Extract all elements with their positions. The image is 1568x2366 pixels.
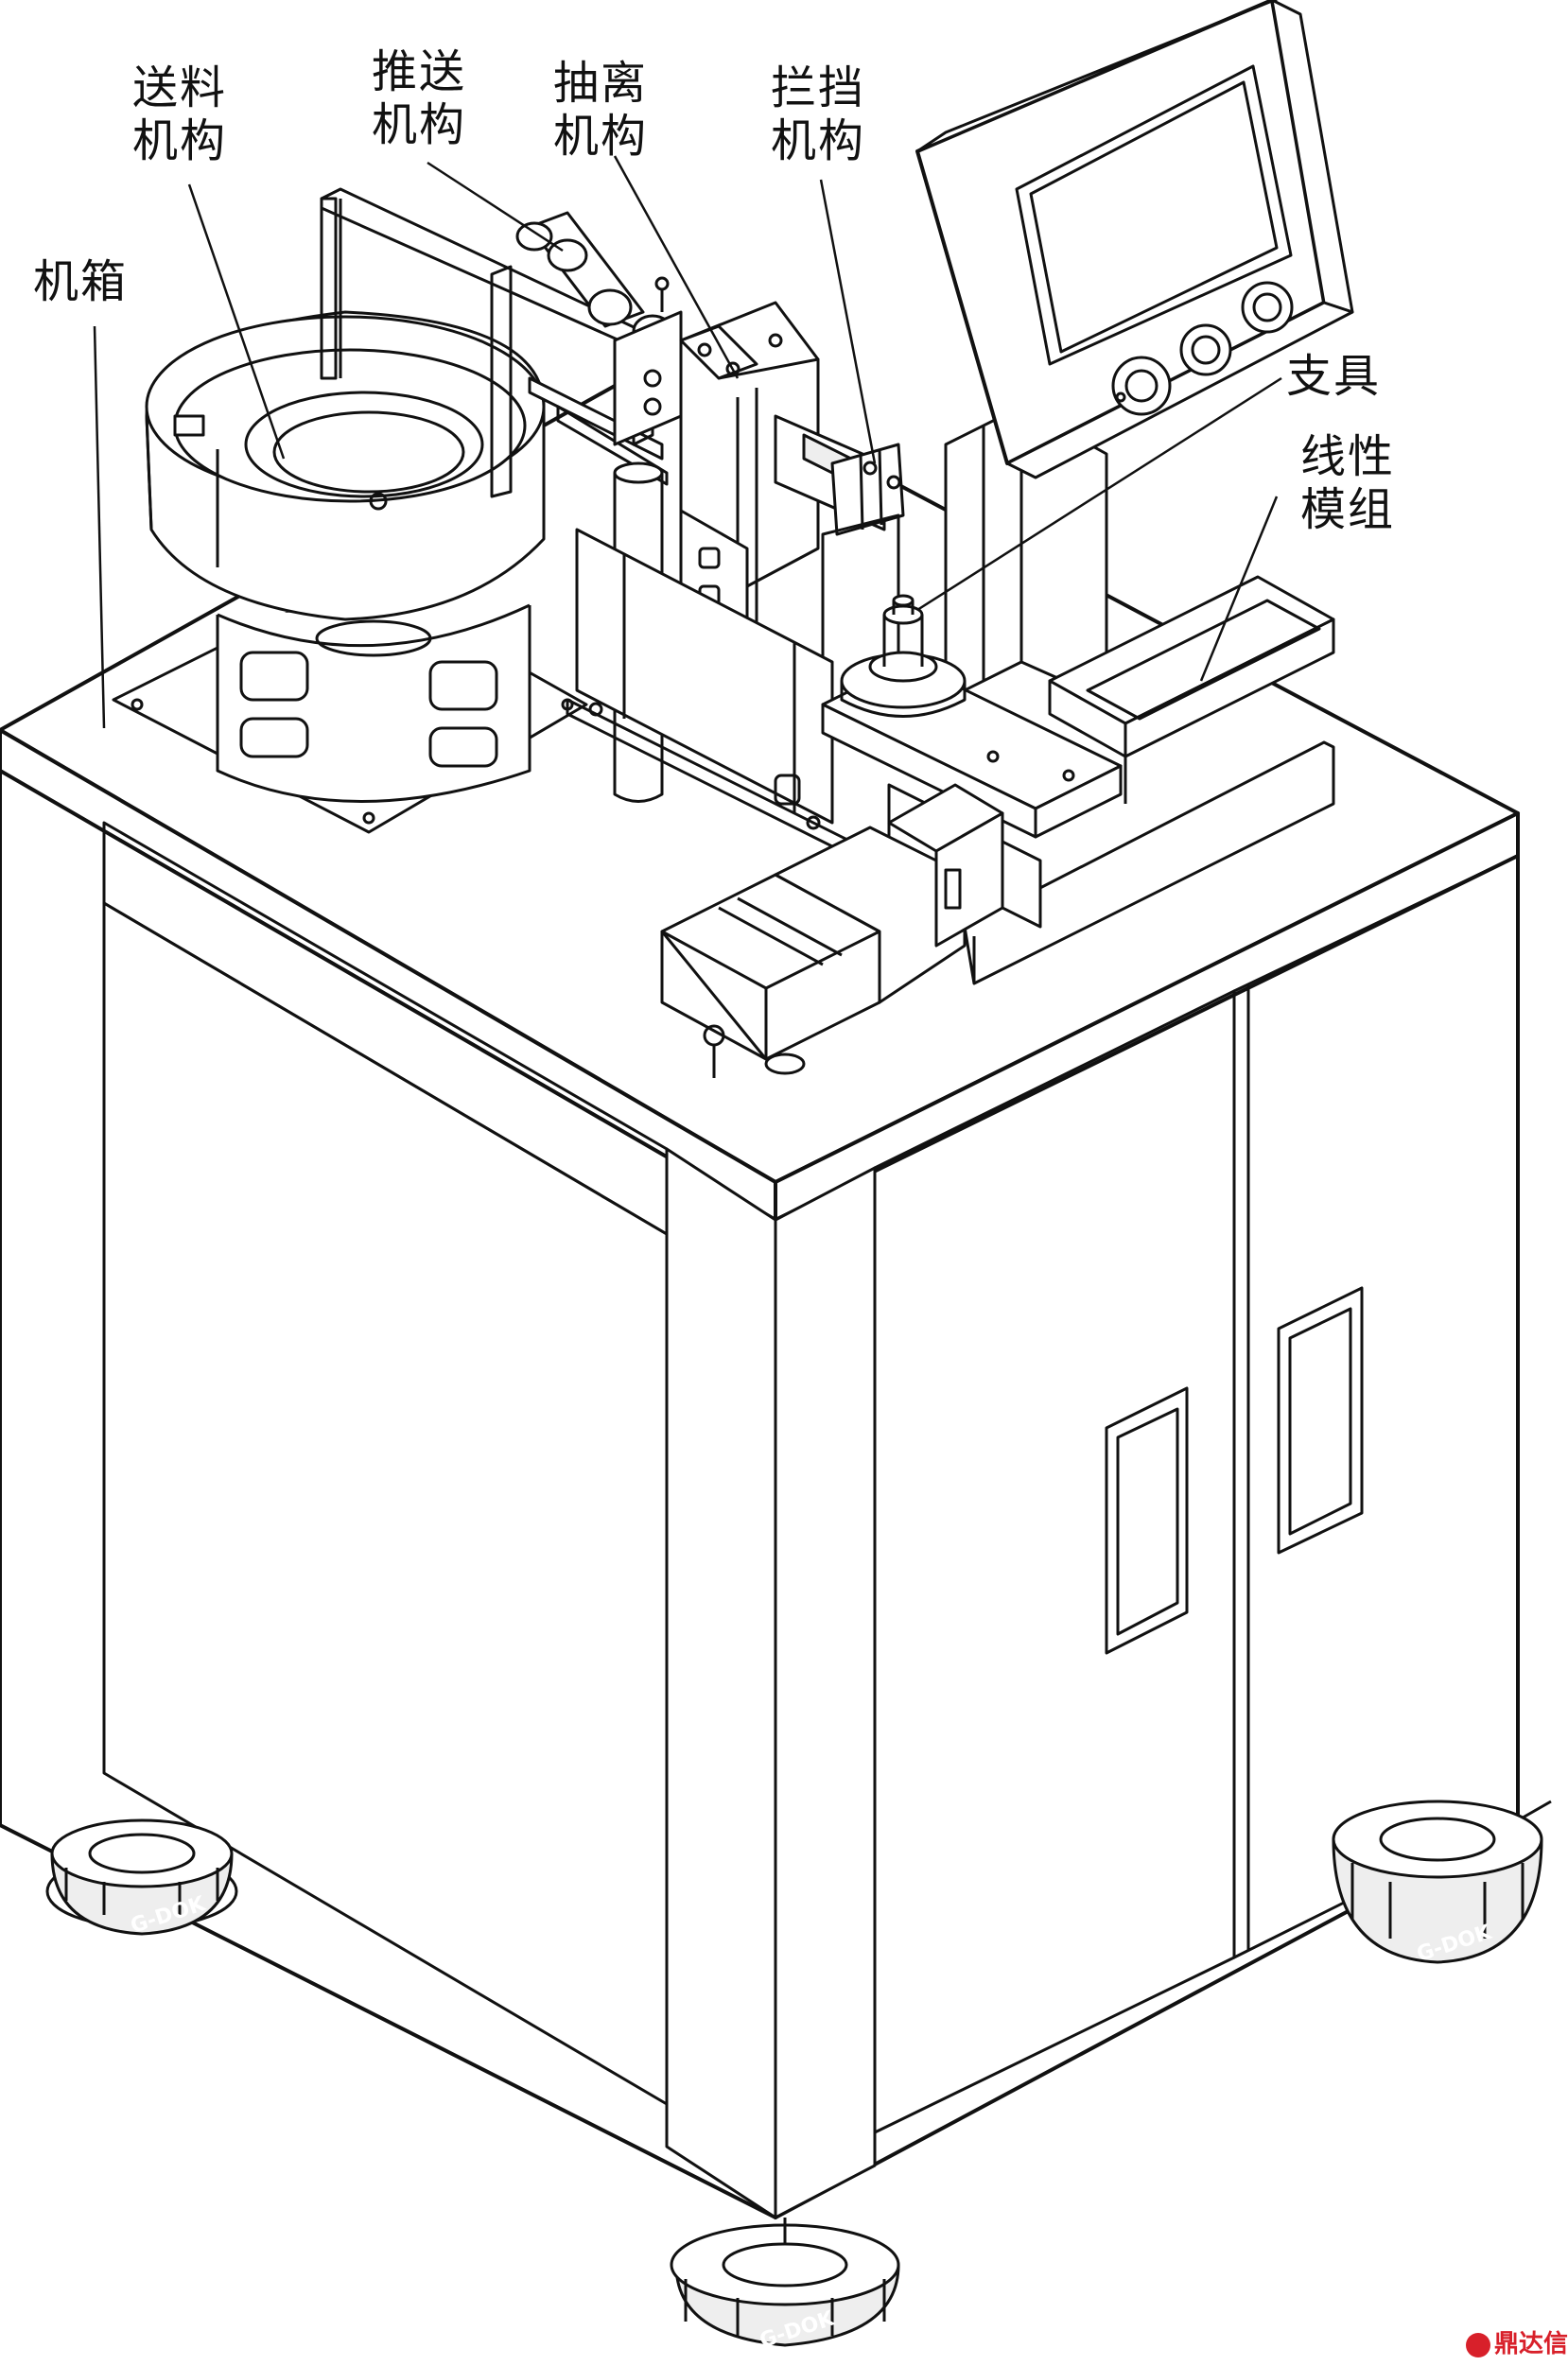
label-feeding-mechanism: 送料 机构 bbox=[132, 61, 228, 167]
label-cabinet: 机箱 bbox=[33, 255, 129, 308]
foot-left bbox=[45, 1818, 238, 1936]
label-stopping-mechanism: 拦挡 机构 bbox=[771, 61, 866, 167]
foot-right bbox=[1332, 1800, 1543, 1964]
leader-lines bbox=[93, 155, 1282, 729]
fixture bbox=[840, 594, 967, 718]
label-linear-module: 线性 模组 bbox=[1300, 430, 1396, 536]
label-fixture: 支具 bbox=[1286, 350, 1382, 403]
watermark: 鼎达信 bbox=[1466, 2324, 1568, 2359]
cabinet-body bbox=[0, 357, 1552, 2219]
watermark-text: 鼎达信 bbox=[1494, 2330, 1568, 2358]
stepper-motor bbox=[660, 783, 1004, 1078]
label-extraction-mechanism: 抽离 机构 bbox=[553, 57, 649, 163]
stopping-mechanism bbox=[821, 443, 905, 721]
pushing-mechanism bbox=[515, 211, 683, 446]
center-column bbox=[566, 461, 853, 858]
feeder-bowl bbox=[112, 310, 669, 834]
watermark-logo-icon bbox=[1466, 2332, 1490, 2357]
hmi-panel bbox=[915, 0, 1354, 702]
foot-front bbox=[670, 2218, 900, 2347]
label-pushing-mechanism: 推送 机构 bbox=[372, 45, 467, 151]
